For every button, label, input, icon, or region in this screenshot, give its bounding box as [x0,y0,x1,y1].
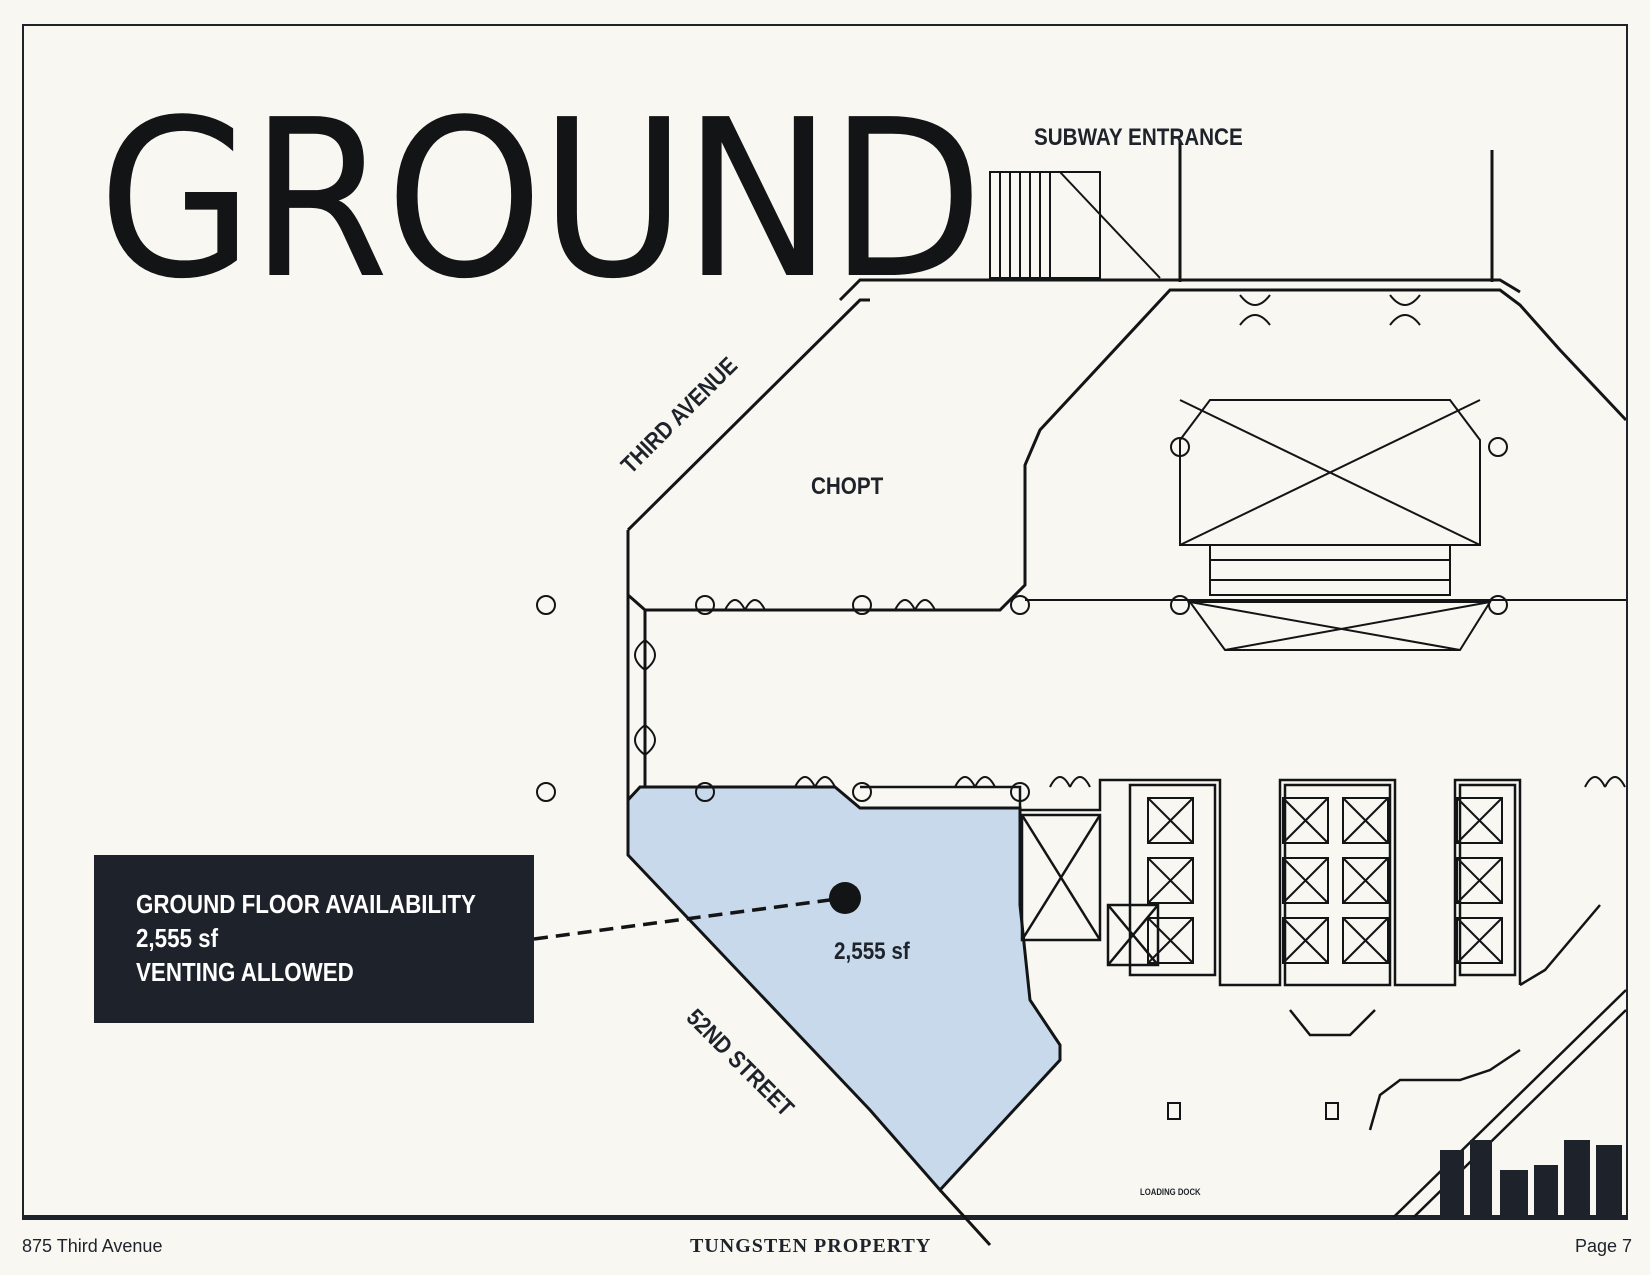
page-number: Page 7 [1575,1236,1633,1256]
available-space[interactable] [626,785,1062,1193]
page-frame [22,24,1628,1220]
loading-dock-label: LOADING DOCK [1140,1187,1201,1197]
page-title: GROUND [98,74,983,327]
subway-entrance-label: SUBWAY ENTRANCE [1034,124,1243,151]
location-marker [829,882,861,914]
brand-logo-mark [1440,1140,1622,1216]
callout-area: 2,555 sf [136,923,219,953]
chopt-outline [626,288,1626,612]
footer-address: 875 Third Avenue [22,1236,163,1256]
callout-venting: VENTING ALLOWED [136,957,354,987]
availability-callout: GROUND FLOOR AVAILABILITY 2,555 sf VENTI… [94,855,534,1023]
callout-title: GROUND FLOOR AVAILABILITY [136,889,476,919]
tenant-label-chopt: CHOPT [811,473,884,500]
footer-brand: TUNGSTEN PROPERTY [690,1235,932,1257]
space-area-label: 2,555 sf [834,938,910,965]
